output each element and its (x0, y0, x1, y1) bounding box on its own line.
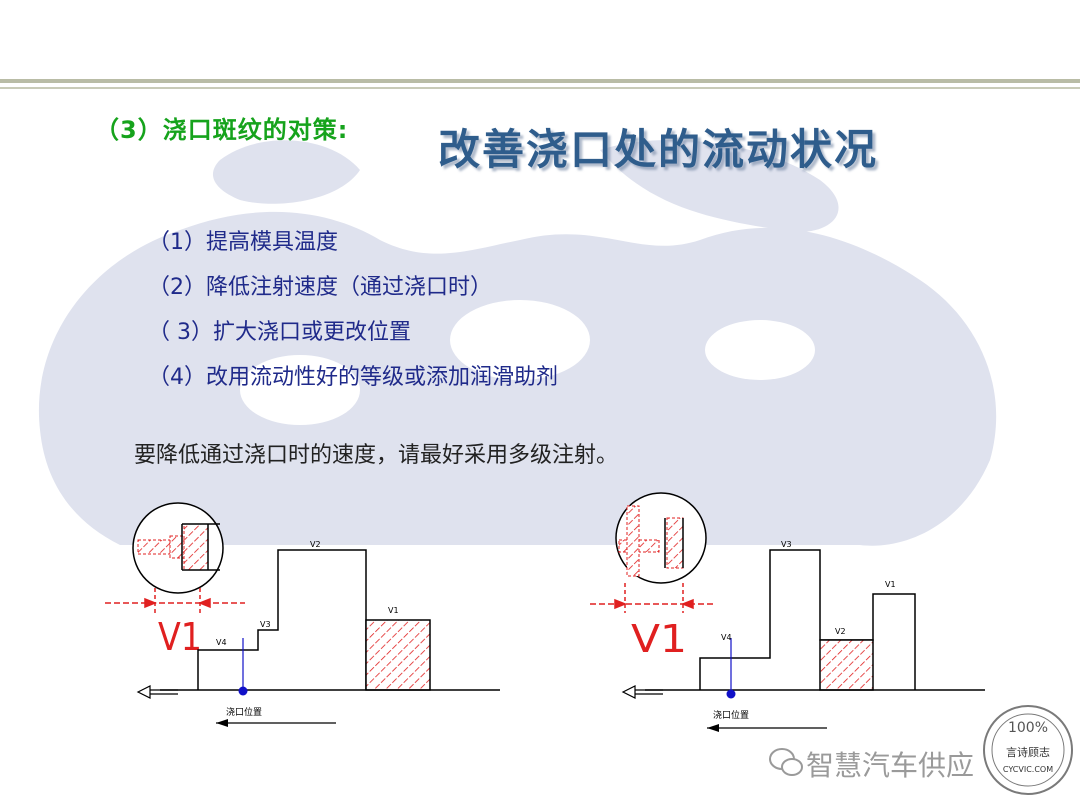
speed-label-v3: V3 (260, 620, 271, 629)
position-label: 浇口位置 (226, 706, 262, 718)
speed-label-v2: V2 (310, 540, 321, 549)
list-item: （1）提高模具温度 (148, 230, 338, 255)
slide-title: 改善浇口处的流动状况 (438, 125, 879, 174)
speed-profile (699, 549, 916, 690)
seal-bottom: CYCVIC.COM (1003, 765, 1053, 774)
gate-magnifier (132, 502, 224, 594)
injection-profile-diagram-right: V1 浇口位置 V4 V3 V2 V1 (590, 492, 985, 732)
world-map-background (38, 140, 997, 546)
v1-hatched-region (365, 619, 431, 691)
wechat-icon (766, 742, 806, 782)
speed-label-v4: V4 (216, 638, 227, 647)
direction-arrow-icon (136, 685, 178, 699)
gate-position-marker (726, 689, 736, 699)
speed-label-v4: V4 (721, 633, 732, 642)
direction-arrow-icon (621, 685, 663, 699)
list-item: （4）改用流动性好的等级或添加润滑助剂 (148, 365, 558, 390)
v1-big-label: V1 (158, 615, 202, 659)
header-rule-thin (0, 87, 1080, 89)
seal-top: 100% (1008, 720, 1048, 736)
watermark-text: 智慧汽车供应 (806, 749, 975, 782)
list-item: （ 3）扩大浇口或更改位置 (148, 320, 411, 345)
gate-magnifier (615, 492, 707, 584)
position-label: 浇口位置 (713, 709, 749, 721)
speed-label-v2: V2 (835, 627, 846, 636)
list-item: （2）降低注射速度（通过浇口时） (148, 275, 492, 300)
stroke-arrow-icon (707, 724, 827, 732)
speed-profile (197, 549, 367, 690)
note-text: 要降低通过浇口时的速度，请最好采用多级注射。 (134, 443, 619, 468)
seal-stamp: 100% 言诗顾志 CYCVIC.COM (983, 705, 1073, 795)
section-heading: （3）浇口斑纹的对策: (95, 116, 349, 144)
v2-hatched-region (819, 639, 874, 691)
dimension-arrow (590, 583, 715, 613)
v1-big-label: V1 (631, 617, 687, 661)
dimension-arrow (105, 588, 245, 613)
stroke-arrow-icon (216, 719, 336, 727)
speed-label-v1: V1 (388, 606, 399, 615)
speed-label-v1: V1 (885, 580, 896, 589)
seal-mid: 言诗顾志 (1006, 745, 1050, 759)
header-rule (0, 79, 1080, 83)
speed-label-v3: V3 (781, 540, 792, 549)
gate-position-marker (238, 686, 248, 696)
injection-profile-diagram-left: V1 浇口位置 V4 V3 V2 V1 (105, 502, 500, 727)
